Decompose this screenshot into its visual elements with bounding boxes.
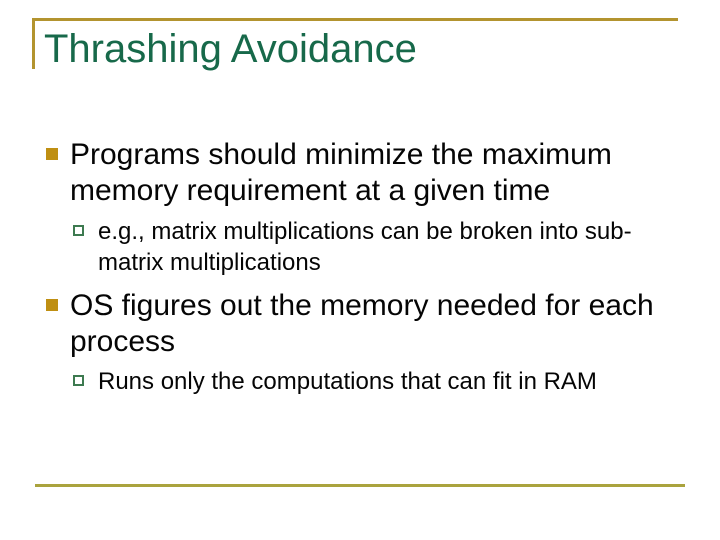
outlined-square-bullet-icon (73, 225, 84, 236)
bullet-text: OS figures out the memory needed for eac… (70, 289, 654, 358)
filled-square-bullet-icon (46, 299, 58, 311)
title-left-accent-rule (32, 18, 35, 69)
top-accent-rule (32, 18, 678, 21)
bullet-item-2: OS figures out the memory needed for eac… (0, 288, 720, 360)
filled-square-bullet-icon (46, 148, 58, 160)
outlined-square-bullet-icon (73, 375, 84, 386)
bullet-item-1: Programs should minimize the maximum mem… (0, 137, 720, 209)
slide-title: Thrashing Avoidance (44, 27, 417, 71)
sub-bullet-item-1: e.g., matrix multiplications can be brok… (0, 216, 720, 278)
sub-bullet-text: Runs only the computations that can fit … (98, 368, 597, 395)
sub-bullet-item-2: Runs only the computations that can fit … (0, 366, 720, 397)
bottom-accent-rule (35, 484, 685, 487)
slide-body: Programs should minimize the maximum mem… (0, 137, 720, 397)
sub-bullet-text: e.g., matrix multiplications can be brok… (98, 218, 632, 276)
bullet-text: Programs should minimize the maximum mem… (70, 138, 612, 207)
